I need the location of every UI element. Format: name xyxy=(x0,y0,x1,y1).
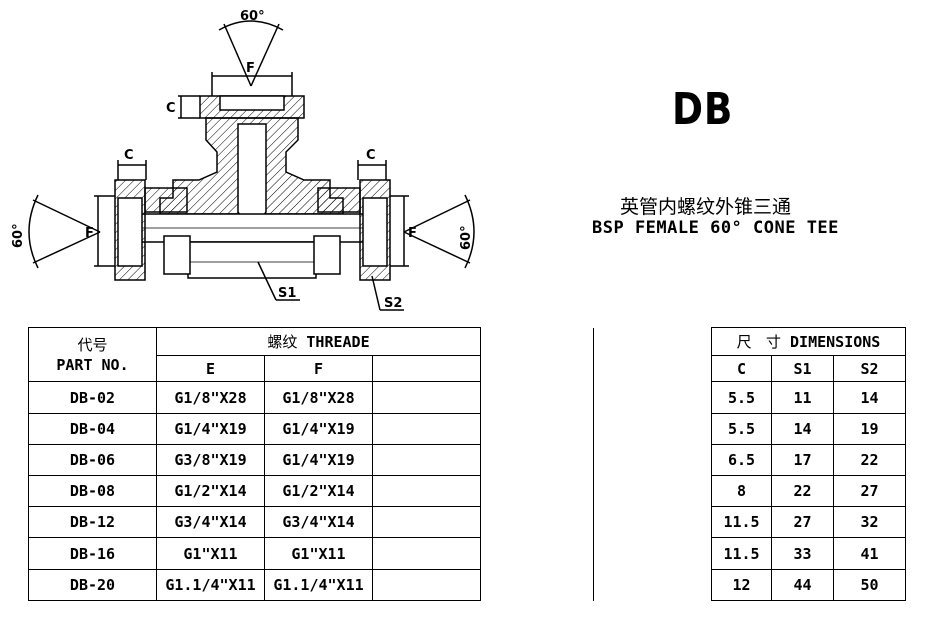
product-title-cn: 英管内螺纹外锥三通 xyxy=(620,196,792,218)
spec-table: 代号 PART NO. 螺纹 THREADE 尺 寸 DIMENSIONS E … xyxy=(28,326,906,602)
table-row: DB-06 G3/8"X19 G1/4"X19 6.5 17 22 xyxy=(28,443,906,477)
blank-cell xyxy=(372,443,481,477)
blank-cell xyxy=(372,537,481,570)
left-cone-line-bottom xyxy=(32,231,101,264)
blank-cell xyxy=(372,568,481,602)
product-code: DB xyxy=(672,84,734,135)
dim-s1-cell: 17 xyxy=(771,443,834,477)
col-c-header: C xyxy=(711,355,772,383)
s1-leader xyxy=(257,261,277,301)
tee-drawing-svg: 60° F C C C F F 60° 60° S1 S2 xyxy=(11,9,475,311)
table-row: DB-16 G1"X11 G1"X11 11.5 33 41 xyxy=(28,537,906,570)
dim-c-cell: 5.5 xyxy=(711,381,772,414)
dim-s2-cell: 22 xyxy=(833,443,906,477)
right-cone-line-top xyxy=(403,199,471,233)
part-no-header-cn: 代号 xyxy=(77,335,108,354)
thread-e-cell: G1/2"X14 xyxy=(156,475,265,508)
left-angle-label: 60° xyxy=(11,223,26,248)
dim-s1-cell: 27 xyxy=(771,506,834,539)
table-row: DB-04 G1/4"X19 G1/4"X19 5.5 14 19 xyxy=(28,412,906,445)
dim-s2-cell: 27 xyxy=(833,475,906,508)
part-no-cell: DB-12 xyxy=(28,506,157,539)
thread-f-cell: G1/2"X14 xyxy=(264,475,373,508)
part-no-cell: DB-02 xyxy=(28,381,157,414)
dim-c-cell: 5.5 xyxy=(711,412,772,445)
col-blank-header xyxy=(372,355,481,383)
table-row: DB-12 G3/4"X14 G3/4"X14 11.5 27 32 xyxy=(28,506,906,539)
part-no-header-en: PART NO. xyxy=(56,355,129,374)
dim-c-cell: 6.5 xyxy=(711,443,772,477)
thread-e-cell: G1.1/4"X11 xyxy=(156,568,265,602)
top-angle-arc xyxy=(218,20,284,31)
dim-s2-cell: 19 xyxy=(833,412,906,445)
col-s1-header: S1 xyxy=(771,355,834,383)
dim-s1-cell: 44 xyxy=(771,568,834,602)
right-c-label: C xyxy=(366,148,376,163)
table-row: DB-20 G1.1/4"X11 G1.1/4"X11 12 44 50 xyxy=(28,568,906,602)
thread-e-cell: G1/8"X28 xyxy=(156,381,265,414)
part-no-cell: DB-16 xyxy=(28,537,157,570)
part-no-cell: DB-06 xyxy=(28,443,157,477)
table-row: DB-08 G1/2"X14 G1/2"X14 8 22 27 xyxy=(28,475,906,508)
dim-s1-cell: 14 xyxy=(771,412,834,445)
right-f-label: F xyxy=(408,226,417,241)
header-row-1: 代号 PART NO. 螺纹 THREADE 尺 寸 DIMENSIONS xyxy=(28,326,906,601)
tee-fitting-drawing: 60° F C C C F F 60° 60° S1 S2 xyxy=(11,9,475,311)
dim-c-cell: 12 xyxy=(711,568,772,602)
dim-s1-cell: 33 xyxy=(771,537,834,570)
blank-cell xyxy=(372,475,481,508)
top-c-label: C xyxy=(166,101,176,116)
left-f-label: F xyxy=(85,226,94,241)
thread-e-cell: G3/4"X14 xyxy=(156,506,265,539)
left-cone-line-top xyxy=(32,199,101,233)
product-title-en: BSP FEMALE 60° CONE TEE xyxy=(592,218,839,238)
dimensions-group-header: 尺 寸 DIMENSIONS xyxy=(711,326,906,357)
thread-f-cell: G1.1/4"X11 xyxy=(264,568,373,602)
col-s2-header: S2 xyxy=(833,355,906,383)
table-spacer-left xyxy=(480,327,594,601)
table-row: DB-02 G1/8"X28 G1/8"X28 5.5 11 14 xyxy=(28,381,906,414)
lower-body xyxy=(187,241,317,279)
left-c-label: C xyxy=(124,148,134,163)
right-cone-line-bottom xyxy=(403,231,471,264)
blank-cell xyxy=(372,412,481,445)
thread-f-cell: G1/4"X19 xyxy=(264,412,373,445)
dim-c-cell: 11.5 xyxy=(711,506,772,539)
blank-cell xyxy=(372,506,481,539)
table-spacer-right xyxy=(593,327,712,601)
dim-c-cell: 8 xyxy=(711,475,772,508)
s1-label: S1 xyxy=(278,286,296,301)
dim-s1-cell: 11 xyxy=(771,381,834,414)
top-f-label: F xyxy=(246,61,255,76)
right-angle-label: 60° xyxy=(459,225,474,250)
top-angle-label: 60° xyxy=(240,9,265,24)
part-no-cell: DB-04 xyxy=(28,412,157,445)
s2-label: S2 xyxy=(384,296,402,311)
part-no-header: 代号 PART NO. xyxy=(28,326,157,383)
thread-group-header: 螺纹 THREADE xyxy=(156,326,481,357)
dim-s2-cell: 32 xyxy=(833,506,906,539)
thread-f-cell: G1/4"X19 xyxy=(264,443,373,477)
blank-cell xyxy=(372,381,481,414)
col-e-header: E xyxy=(156,355,265,383)
thread-f-cell: G1"X11 xyxy=(264,537,373,570)
s2-leader xyxy=(371,275,381,311)
left-angle-arc xyxy=(28,194,39,269)
thread-e-cell: G1/4"X19 xyxy=(156,412,265,445)
dim-s1-cell: 22 xyxy=(771,475,834,508)
dim-s2-cell: 41 xyxy=(833,537,906,570)
right-angle-arc xyxy=(464,194,475,269)
thread-f-cell: G3/4"X14 xyxy=(264,506,373,539)
dim-s2-cell: 14 xyxy=(833,381,906,414)
thread-e-cell: G3/8"X19 xyxy=(156,443,265,477)
thread-f-cell: G1/8"X28 xyxy=(264,381,373,414)
part-no-cell: DB-20 xyxy=(28,568,157,602)
thread-e-cell: G1"X11 xyxy=(156,537,265,570)
header-row-2: E F C S1 S2 xyxy=(29,355,906,383)
col-f-header: F xyxy=(264,355,373,383)
part-no-cell: DB-08 xyxy=(28,475,157,508)
dim-s2-cell: 50 xyxy=(833,568,906,602)
dim-c-cell: 11.5 xyxy=(711,537,772,570)
